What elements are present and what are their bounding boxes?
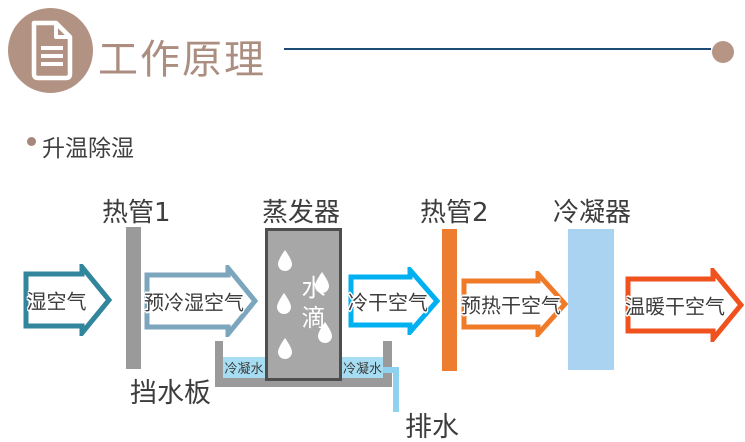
label-heat-pipe-1: 热管1 [102,198,171,228]
arrow-label: 预冷湿空气 [144,290,244,315]
condenser-body [568,229,614,370]
header-rule [284,48,711,50]
section-title: 升温除湿 [42,136,134,162]
tray-right-wall [383,341,392,387]
evaporator-inner-label: 水滴 [297,275,325,335]
bullet-dot [27,137,36,146]
water-drop-icon [278,338,292,359]
arrow-warm-dry-air: 温暖干空气 [625,268,744,342]
water-baffle-label: 挡水板 [130,378,211,409]
arrow-cold-dry-air: 冷干空气 [348,267,440,335]
arrow-preheated-dry-air: 预热干空气 [461,271,568,337]
heat-pipe-2-bar [442,229,457,371]
water-drop-icon [277,293,291,314]
page-title: 工作原理 [98,37,266,83]
document-icon [8,8,93,93]
arrow-precooled-wet-air: 预冷湿空气 [144,265,258,337]
drain-label: 排水 [405,412,459,442]
arrow-wet-air: 湿空气 [23,264,112,336]
tray-bottom [215,378,392,387]
water-drop-icon [278,250,292,271]
arrow-label: 冷干空气 [348,290,428,315]
arrow-label: 温暖干空气 [625,294,725,319]
header-dot [712,41,734,63]
label-heat-pipe-2: 热管2 [420,198,489,228]
label-evaporator: 蒸发器 [262,198,341,228]
arrow-label: 预热干空气 [461,293,561,318]
tray-left-wall [215,341,223,387]
drain-pipe-horizontal [383,367,399,373]
label-condenser: 冷凝器 [553,198,632,228]
condensate-water-left: 冷凝水 [223,357,265,378]
condensate-water-right: 冷凝水 [342,357,383,378]
heat-pipe-1-bar [126,227,141,369]
drain-pipe-vertical [393,367,399,412]
evaporator-body: 水滴 [265,228,342,381]
arrow-label: 湿空气 [26,289,87,314]
